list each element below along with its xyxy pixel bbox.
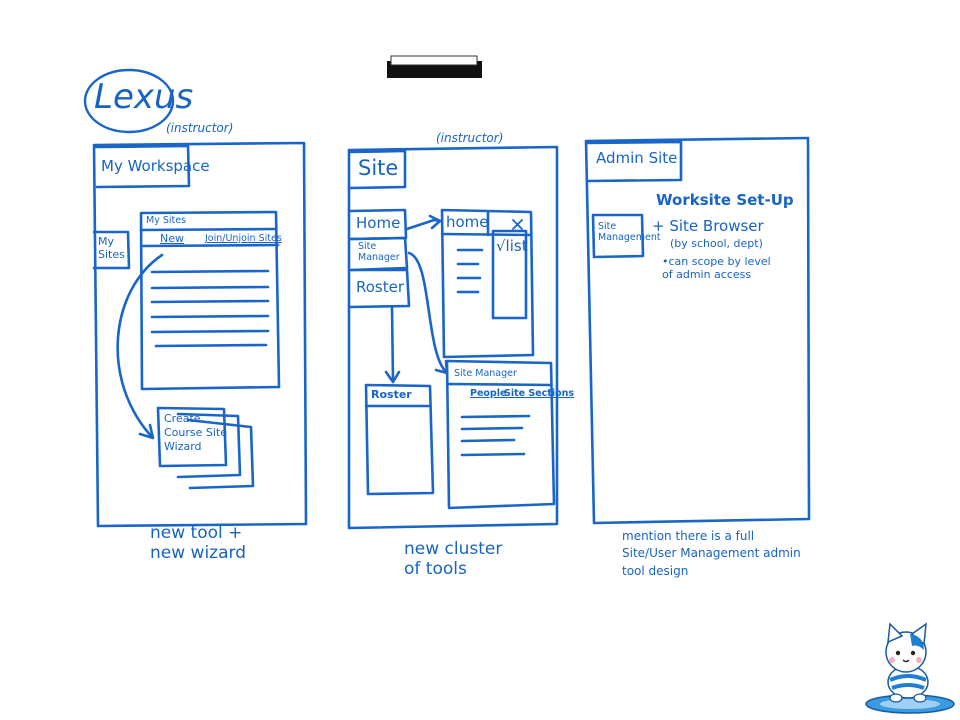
logo-ellipse [83, 68, 175, 134]
right-side-site-management[interactable]: Site Management [598, 221, 661, 243]
right-bullet-note: •can scope by level of admin access [662, 255, 771, 281]
mid-sitemgr-window-title: Site Manager [454, 368, 517, 379]
mid-caption: new cluster of tools [404, 539, 503, 579]
left-side-my-sites[interactable]: My Sites [98, 235, 125, 261]
mid-tab-people[interactable]: People [470, 388, 507, 399]
wizard-label[interactable]: Create Course Site Wizard [164, 412, 228, 453]
mid-menu-roster [349, 268, 411, 309]
left-link-join[interactable]: Join/Unjoin Sites [205, 233, 282, 244]
left-caption: new tool + new wizard [150, 523, 246, 563]
right-tab-box [585, 140, 683, 183]
right-side-box [591, 213, 645, 259]
mid-tab-site-sections[interactable]: Site Sections [504, 388, 575, 399]
cat-mascot-icon [865, 622, 955, 714]
mid-panel-frame [347, 145, 559, 530]
left-side-box [92, 230, 131, 270]
left-arrow [116, 253, 164, 439]
mid-home-window-title: home [446, 213, 489, 231]
wizard-card-front [156, 406, 228, 468]
left-window-titlebar [139, 227, 278, 232]
mid-menu-roster-label[interactable]: Roster [356, 278, 405, 296]
left-role-label: (instructor) [166, 121, 234, 135]
mid-tab-box [349, 149, 407, 190]
mid-sitemgr-window [445, 359, 556, 510]
left-tab-box [94, 144, 191, 189]
left-link-new[interactable]: New [160, 232, 184, 245]
wizard-card-back1 [176, 412, 242, 479]
mid-role-label: (instructor) [436, 131, 504, 145]
right-bullet-sub: (by school, dept) [670, 237, 763, 250]
mid-list-label: √list [496, 237, 528, 255]
right-panel-frame [584, 136, 811, 525]
mid-roster-window-title: Roster [371, 388, 412, 401]
left-panel-frame [92, 141, 308, 528]
mid-menu-site-manager-label[interactable]: Site Manager [358, 241, 400, 263]
right-heading: Worksite Set-Up [656, 191, 794, 209]
right-caption: mention there is a full Site/User Manage… [622, 529, 801, 578]
right-tab-admin-site[interactable]: Admin Site [596, 149, 678, 167]
mid-menu-home-label[interactable]: Home [356, 214, 401, 232]
left-window [139, 210, 281, 391]
left-window-bar2 [141, 243, 280, 248]
mid-home-window [440, 208, 535, 359]
wizard-card-back2 [186, 418, 255, 490]
mid-roster-window [364, 383, 435, 496]
logo-text: Lexus [94, 77, 194, 117]
left-tab-my-workspace[interactable]: My Workspace [101, 157, 210, 175]
mid-tab-site[interactable]: Site [358, 156, 399, 180]
left-window-title: My Sites [146, 215, 187, 226]
right-bullet-main: + Site Browser [652, 217, 764, 235]
mid-list-widget [491, 229, 528, 320]
